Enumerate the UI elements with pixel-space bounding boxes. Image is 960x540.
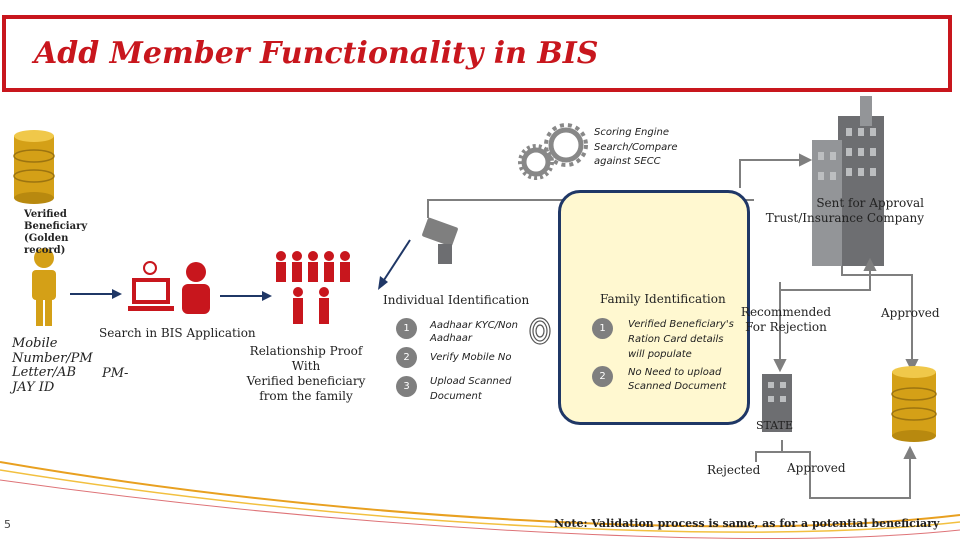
individual-step-text: Upload Scanned Document (430, 374, 511, 404)
gear-icon (518, 123, 588, 180)
relationship-proof-line: from the family (259, 389, 353, 403)
footnote: Note: Validation process is same, as for… (554, 517, 940, 530)
arrow-to-family (220, 291, 272, 301)
family-group-icon (276, 251, 350, 324)
family-step-line: will populate (628, 349, 692, 360)
decorative-curves (0, 461, 960, 540)
relationship-proof-line: Relationship Proof (249, 344, 363, 358)
family-step-text: No Need to upload Scanned Document (628, 366, 726, 394)
database-icon-right (891, 366, 937, 442)
computer-operator-icon (128, 261, 210, 314)
family-step-line: Scanned Document (628, 381, 727, 392)
individual-step-line: Verify Mobile No (430, 352, 512, 363)
verified-beneficiary-label: Verified Beneficiary (Golden record) (24, 209, 87, 257)
family-step-line: Ration Card details (628, 334, 724, 345)
sent-for-approval-label: Sent for Approval Trust/Insurance Compan… (752, 196, 924, 226)
family-step-line: Verified Beneficiary's (628, 319, 734, 330)
recommended-rejection-label: Recommended For Rejection (740, 305, 832, 335)
mobile-line: Number/PM (12, 350, 93, 366)
individual-step-number: 3 (396, 376, 417, 397)
mobile-line: Mobile (12, 336, 58, 351)
mobile-line: JAY ID (12, 379, 55, 395)
family-identification-heading: Family Identification (600, 292, 726, 306)
page-number: 5 (4, 518, 11, 531)
arrow-to-individual (378, 239, 411, 290)
family-step-number: 1 (592, 318, 613, 339)
individual-step-line: Document (430, 391, 482, 402)
verified-beneficiary-line: Verified (24, 209, 67, 220)
title-frame (2, 15, 952, 92)
scoring-engine-line: against SECC (594, 156, 661, 167)
top-connectors (427, 153, 919, 373)
verified-beneficiary-line: record) (24, 245, 66, 256)
sent-for-approval-line: Trust/Insurance Company (765, 211, 924, 225)
individual-step-number: 2 (396, 347, 417, 368)
individual-step-text: Aadhaar KYC/Non Aadhaar (430, 319, 518, 345)
building-icon (812, 96, 884, 266)
individual-step-text: Verify Mobile No (430, 351, 512, 364)
database-icon-left (13, 130, 55, 204)
verified-beneficiary-line: Beneficiary (24, 221, 88, 232)
pm-fragment: PM- (102, 366, 129, 381)
sent-for-approval-line: Sent for Approval (816, 196, 924, 210)
card-scan-icon (422, 217, 458, 264)
recommended-line: Recommended (740, 305, 832, 319)
verified-beneficiary-line: (Golden (24, 233, 69, 244)
family-step-number: 2 (592, 366, 613, 387)
arrow-to-operator (70, 289, 122, 299)
scoring-engine-label: Scoring Engine Search/Compare against SE… (594, 126, 678, 170)
individual-step-number: 1 (396, 318, 417, 339)
relationship-proof-line: Verified beneficiary (246, 374, 366, 388)
approved-bottom-label: Approved (787, 461, 846, 475)
mobile-line: Letter/AB (12, 365, 77, 380)
state-connectors (755, 440, 917, 499)
search-bis-label: Search in BIS Application (99, 326, 256, 340)
recommended-line: For Rejection (745, 320, 827, 334)
approved-label: Approved (881, 306, 940, 320)
mobile-input-label: Mobile Number/PM Letter/AB JAY ID (12, 336, 93, 395)
page-title: Add Member Functionality in BIS (34, 36, 599, 71)
fingerprint-icon (529, 317, 551, 345)
relationship-proof-line: With (291, 359, 321, 373)
individual-step-line: Aadhaar KYC/Non (430, 320, 518, 331)
family-identification-box (558, 190, 750, 425)
state-building-icon (762, 374, 792, 432)
individual-step-line: Aadhaar (430, 333, 473, 344)
rejected-label: Rejected (707, 463, 761, 477)
state-label: STATE (756, 419, 793, 432)
relationship-proof-label: Relationship Proof With Verified benefic… (228, 344, 384, 404)
individual-identification-heading: Individual Identification (383, 293, 530, 307)
family-step-line: No Need to upload (628, 367, 722, 378)
scoring-engine-line: Scoring Engine (594, 127, 669, 138)
family-step-text: Verified Beneficiary's Ration Card detai… (628, 317, 734, 362)
individual-step-line: Upload Scanned (430, 376, 512, 387)
person-icon (32, 248, 56, 326)
scoring-engine-line: Search/Compare (594, 141, 678, 153)
